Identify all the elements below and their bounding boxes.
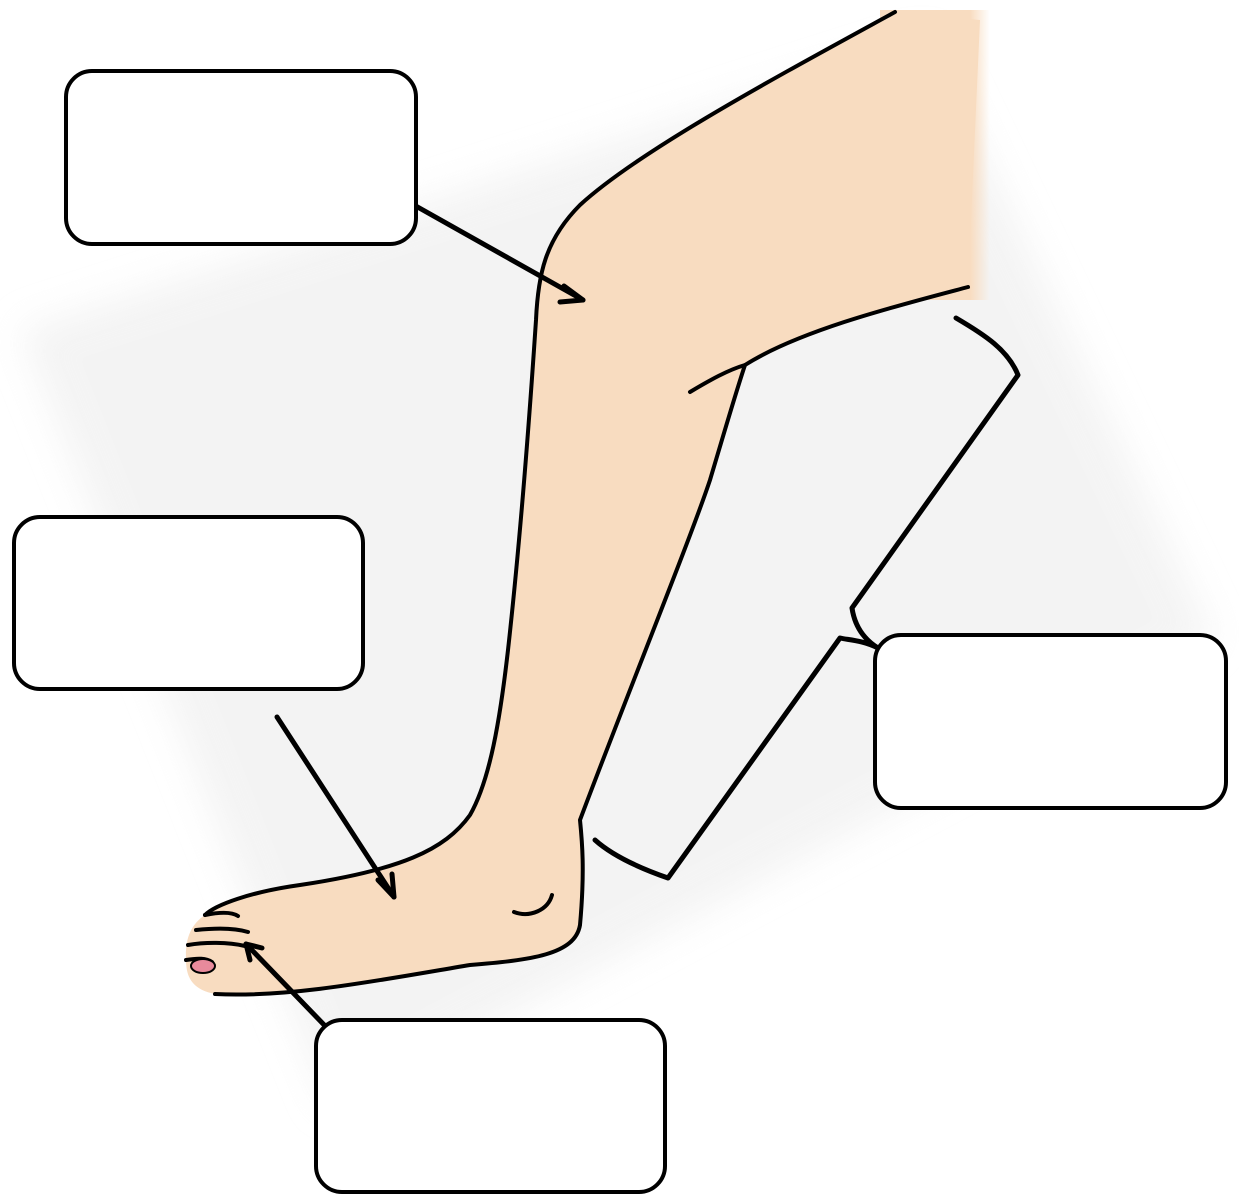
shin-label-box[interactable] bbox=[873, 633, 1228, 810]
toenail bbox=[191, 959, 215, 973]
thigh-fade bbox=[880, 10, 990, 300]
knee-label-box[interactable] bbox=[64, 69, 418, 246]
toes-label-box[interactable] bbox=[314, 1018, 667, 1194]
ankle-label-box[interactable] bbox=[12, 515, 365, 691]
